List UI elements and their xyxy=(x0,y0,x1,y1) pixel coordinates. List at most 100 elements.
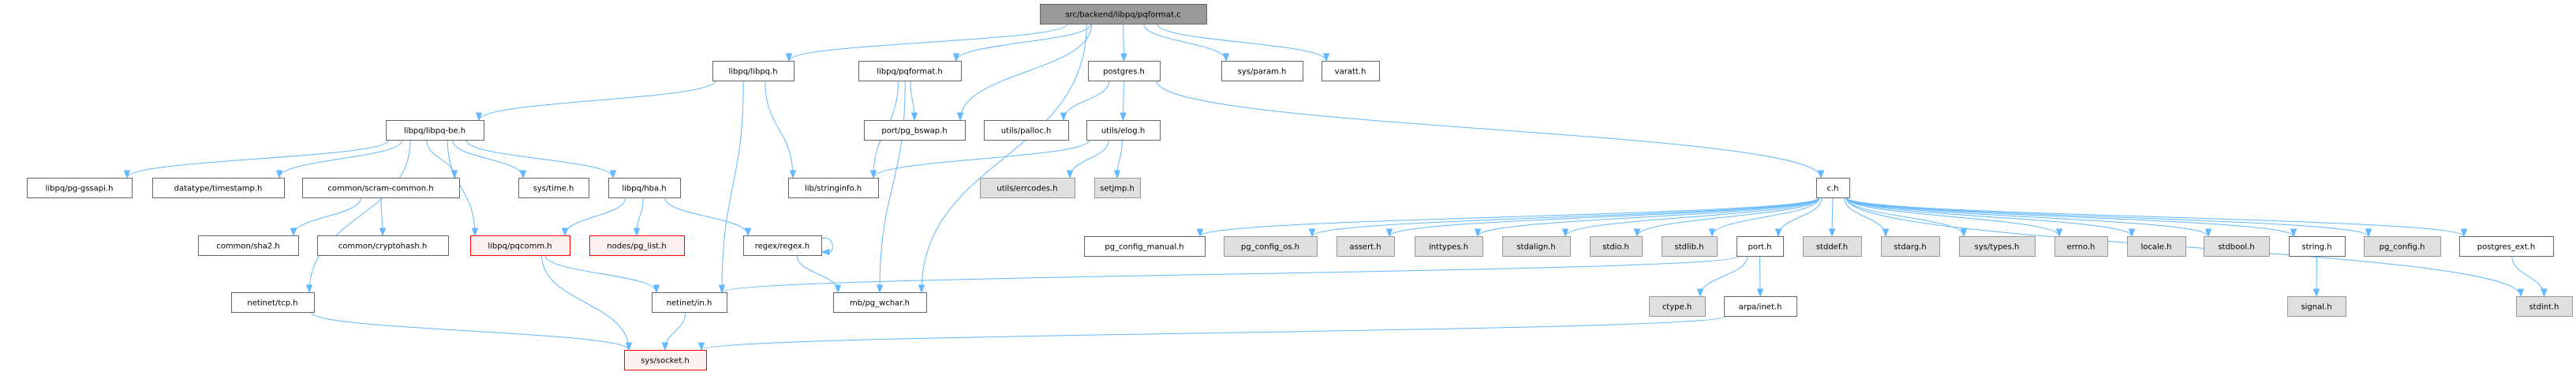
node-pg-config[interactable]: pg_config.h xyxy=(2364,236,2441,257)
node-pg-wchar[interactable]: mb/pg_wchar.h xyxy=(833,292,927,313)
node-setjmp[interactable]: setjmp.h xyxy=(1094,178,1141,198)
node-box[interactable] xyxy=(608,178,681,198)
node-box[interactable] xyxy=(712,61,794,81)
node-stdint[interactable]: stdint.h xyxy=(2516,296,2573,317)
node-sys-param[interactable]: sys/param.h xyxy=(1221,61,1303,81)
node-box[interactable] xyxy=(624,350,707,370)
node-box[interactable] xyxy=(1724,296,1797,317)
node-box[interactable] xyxy=(1337,236,1395,257)
node-sys-types[interactable]: sys/types.h xyxy=(1959,236,2036,257)
node-box[interactable] xyxy=(1221,61,1303,81)
node-string-h[interactable]: string.h xyxy=(2289,236,2346,257)
node-pg-config-manual[interactable]: pg_config_manual.h xyxy=(1084,236,1206,257)
node-cryptohash[interactable]: common/cryptohash.h xyxy=(317,235,449,256)
node-box[interactable] xyxy=(1881,236,1940,257)
node-stddef[interactable]: stddef.h xyxy=(1803,236,1862,257)
node-box[interactable] xyxy=(152,178,285,198)
node-timestamp[interactable]: datatype/timestamp.h xyxy=(152,178,285,198)
node-stringinfo[interactable]: lib/stringinfo.h xyxy=(788,178,879,198)
node-box[interactable] xyxy=(1040,4,1207,24)
node-box[interactable] xyxy=(2289,236,2346,257)
node-regex[interactable]: regex/regex.h xyxy=(743,235,822,256)
node-box[interactable] xyxy=(980,178,1075,198)
node-box[interactable] xyxy=(1502,236,1571,257)
node-arpa-inet[interactable]: arpa/inet.h xyxy=(1724,296,1797,317)
node-box[interactable] xyxy=(2287,296,2346,317)
node-stdalign[interactable]: stdalign.h xyxy=(1502,236,1571,257)
node-libpq-h[interactable]: libpq/libpq.h xyxy=(712,61,794,81)
node-box[interactable] xyxy=(864,120,966,141)
node-varatt[interactable]: varatt.h xyxy=(1322,61,1380,81)
node-box[interactable] xyxy=(1590,236,1643,257)
node-c-h[interactable]: c.h xyxy=(1816,178,1850,198)
node-pqformat-h[interactable]: libpq/pqformat.h xyxy=(858,61,962,81)
node-box[interactable] xyxy=(2459,236,2554,257)
node-box[interactable] xyxy=(1803,236,1862,257)
node-inttypes[interactable]: inttypes.h xyxy=(1415,236,1483,257)
node-pqcomm[interactable]: libpq/pqcomm.h xyxy=(470,235,570,256)
node-box[interactable] xyxy=(198,235,299,256)
node-label: postgres.h xyxy=(1103,68,1145,77)
node-pg-list[interactable]: nodes/pg_list.h xyxy=(589,235,685,256)
node-elog[interactable]: utils/elog.h xyxy=(1086,120,1161,141)
node-gssapi[interactable]: libpq/pg-gssapi.h xyxy=(27,178,133,198)
node-box[interactable] xyxy=(1088,61,1161,81)
node-pg-bswap[interactable]: port/pg_bswap.h xyxy=(864,120,966,141)
node-errno[interactable]: errno.h xyxy=(2054,236,2108,257)
node-stdlib[interactable]: stdlib.h xyxy=(1662,236,1718,257)
node-box[interactable] xyxy=(1662,236,1718,257)
node-box[interactable] xyxy=(1649,296,1706,317)
node-box[interactable] xyxy=(231,292,315,313)
node-box[interactable] xyxy=(470,235,570,256)
node-box[interactable] xyxy=(858,61,962,81)
node-libpq-be[interactable]: libpq/libpq-be.h xyxy=(386,120,484,141)
node-signal[interactable]: signal.h xyxy=(2287,296,2346,317)
node-stdio[interactable]: stdio.h xyxy=(1590,236,1643,257)
node-box[interactable] xyxy=(1084,236,1206,257)
node-box[interactable] xyxy=(27,178,133,198)
node-sha2[interactable]: common/sha2.h xyxy=(198,235,299,256)
node-box[interactable] xyxy=(386,120,484,141)
node-postgres-ext[interactable]: postgres_ext.h xyxy=(2459,236,2554,257)
node-locale[interactable]: locale.h xyxy=(2127,236,2186,257)
node-scram[interactable]: common/scram-common.h xyxy=(302,178,460,198)
node-box[interactable] xyxy=(2054,236,2108,257)
node-box[interactable] xyxy=(1816,178,1850,198)
node-box[interactable] xyxy=(984,120,1069,141)
node-box[interactable] xyxy=(788,178,879,198)
node-netinet-in[interactable]: netinet/in.h xyxy=(652,292,727,313)
node-netinet-tcp[interactable]: netinet/tcp.h xyxy=(231,292,315,313)
node-box[interactable] xyxy=(652,292,727,313)
node-errcodes[interactable]: utils/errcodes.h xyxy=(980,178,1075,198)
node-box[interactable] xyxy=(1224,236,1318,257)
node-box[interactable] xyxy=(1322,61,1380,81)
node-box[interactable] xyxy=(1959,236,2036,257)
node-palloc[interactable]: utils/palloc.h xyxy=(984,120,1069,141)
node-stdbool[interactable]: stdbool.h xyxy=(2204,236,2270,257)
node-port-h[interactable]: port.h xyxy=(1737,236,1784,257)
node-box[interactable] xyxy=(833,292,927,313)
node-box[interactable] xyxy=(743,235,822,256)
node-box[interactable] xyxy=(1737,236,1784,257)
node-ctype[interactable]: ctype.h xyxy=(1649,296,1706,317)
node-box[interactable] xyxy=(1094,178,1141,198)
node-assert[interactable]: assert.h xyxy=(1337,236,1395,257)
node-box[interactable] xyxy=(518,178,589,198)
node-hba[interactable]: libpq/hba.h xyxy=(608,178,681,198)
edge-line xyxy=(1711,197,1820,237)
node-box[interactable] xyxy=(1086,120,1161,141)
node-box[interactable] xyxy=(2204,236,2270,257)
node-root[interactable]: src/backend/libpq/pqformat.c xyxy=(1040,4,1207,24)
node-sys-socket[interactable]: sys/socket.h xyxy=(624,350,707,370)
node-box[interactable] xyxy=(317,235,449,256)
node-box[interactable] xyxy=(1415,236,1483,257)
node-sys-time[interactable]: sys/time.h xyxy=(518,178,589,198)
node-box[interactable] xyxy=(2127,236,2186,257)
node-stdarg[interactable]: stdarg.h xyxy=(1881,236,1940,257)
node-box[interactable] xyxy=(2516,296,2573,317)
node-pg-config-os[interactable]: pg_config_os.h xyxy=(1224,236,1318,257)
node-box[interactable] xyxy=(2364,236,2441,257)
node-box[interactable] xyxy=(302,178,460,198)
node-box[interactable] xyxy=(589,235,685,256)
node-postgres-h[interactable]: postgres.h xyxy=(1088,61,1161,81)
